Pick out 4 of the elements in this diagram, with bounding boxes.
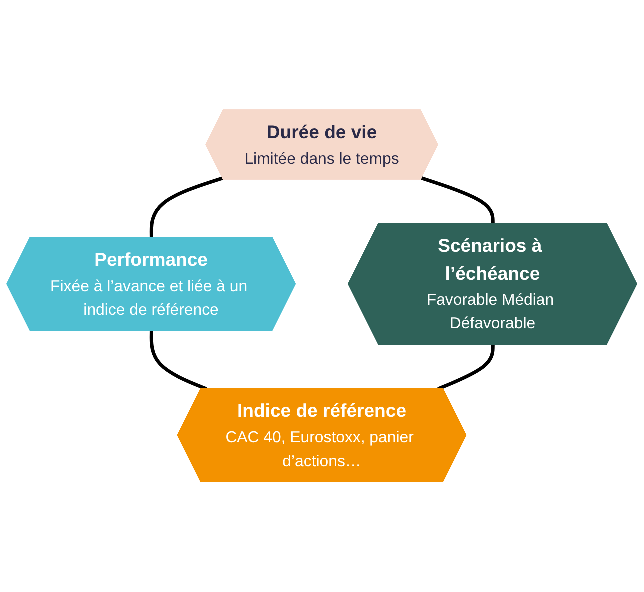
connector <box>438 344 495 391</box>
connector <box>150 331 208 391</box>
connector <box>421 176 495 224</box>
connector <box>150 176 224 238</box>
